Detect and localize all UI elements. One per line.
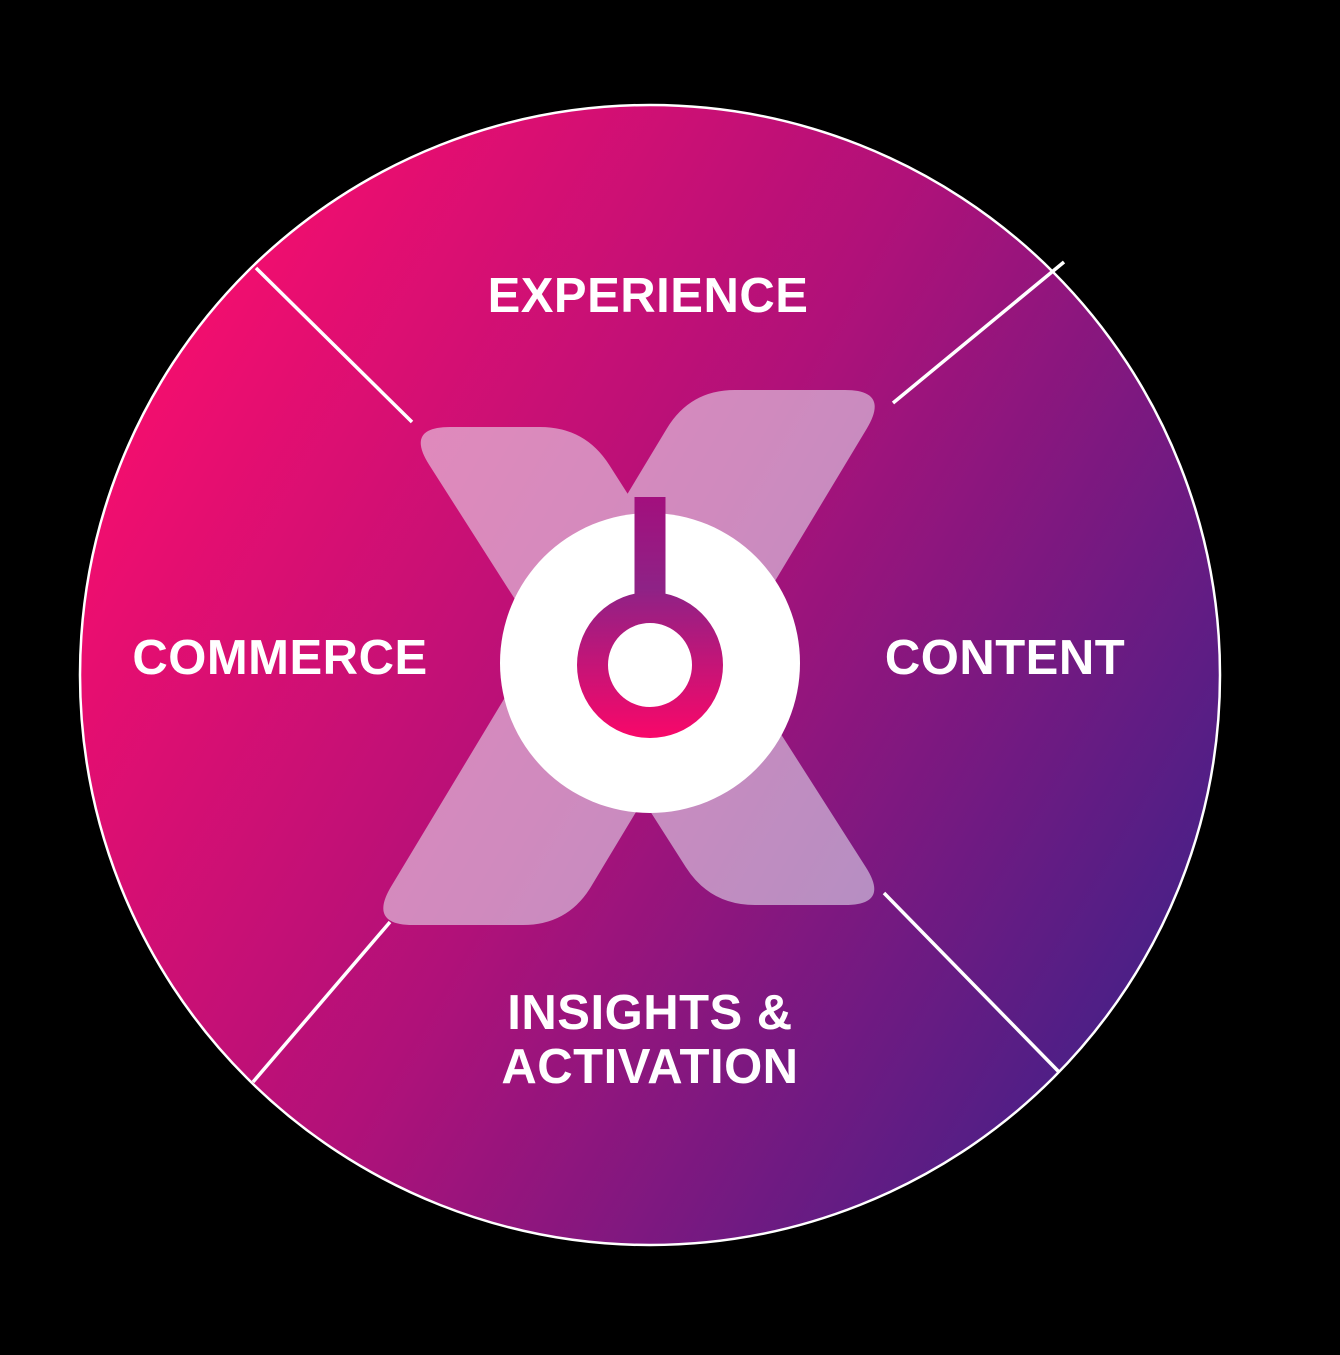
target-ring-logo-icon bbox=[500, 497, 800, 813]
divider-line-bottom-right bbox=[882, 891, 1061, 1074]
divider-line-bottom-left bbox=[251, 920, 392, 1084]
quadrant-label-content: CONTENT bbox=[884, 631, 1126, 685]
quadrant-label-commerce: COMMERCE bbox=[132, 631, 428, 685]
logo-ring bbox=[577, 592, 723, 738]
quadrant-label-insights-activation: INSIGHTS & ACTIVATION bbox=[501, 986, 799, 1094]
logo-disc bbox=[500, 513, 800, 813]
divider-line-top-right bbox=[891, 260, 1066, 405]
quadrant-label-experience: EXPERIENCE bbox=[487, 269, 809, 323]
quadrant-divider-lines bbox=[251, 260, 1066, 1084]
divider-line-top-left bbox=[254, 266, 414, 424]
